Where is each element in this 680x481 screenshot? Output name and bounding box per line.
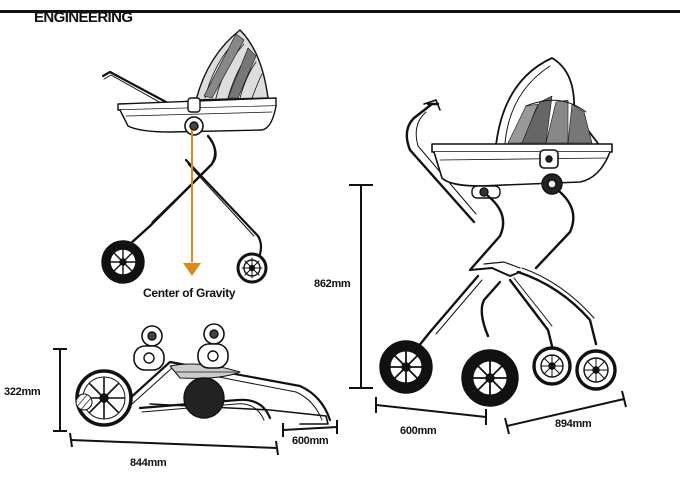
center-of-gravity-label: Center of Gravity: [143, 286, 236, 300]
dim-open-width: [375, 397, 487, 425]
open-height-label: 862mm: [314, 278, 351, 290]
folded-stroller: [75, 323, 332, 427]
dim-open-height: [349, 184, 373, 389]
open-rear-right-wheel: [575, 349, 617, 391]
dim-folded-width: [282, 420, 338, 437]
folded-hub-left: [133, 325, 165, 371]
side-front-wheel: [101, 240, 145, 284]
dim-folded-length: [69, 432, 279, 456]
folded-height-label: 322mm: [4, 386, 41, 398]
dim-folded-height: [53, 348, 67, 432]
folded-hub-right: [197, 323, 229, 369]
folded-wheel: [75, 369, 133, 427]
open-rear-left-wheel: [532, 346, 572, 386]
folded-width-label: 600mm: [292, 435, 329, 447]
open-stroller: [379, 57, 617, 407]
folded-length-label: 844mm: [130, 457, 167, 469]
side-canopy: [195, 29, 269, 101]
center-of-gravity-arrow: [183, 130, 201, 276]
page-title: ENGINEERING: [34, 9, 133, 26]
open-front-left-wheel: [379, 340, 433, 394]
open-hub: [471, 149, 563, 199]
open-canopy: [495, 57, 601, 147]
open-front-right-wheel: [461, 349, 519, 407]
dim-open-length: [504, 390, 627, 435]
side-view-stroller: [101, 29, 277, 284]
header-rule: [0, 10, 680, 13]
side-rear-wheel: [236, 252, 268, 284]
open-length-label: 894mm: [555, 418, 592, 430]
open-width-label: 600mm: [400, 425, 437, 437]
